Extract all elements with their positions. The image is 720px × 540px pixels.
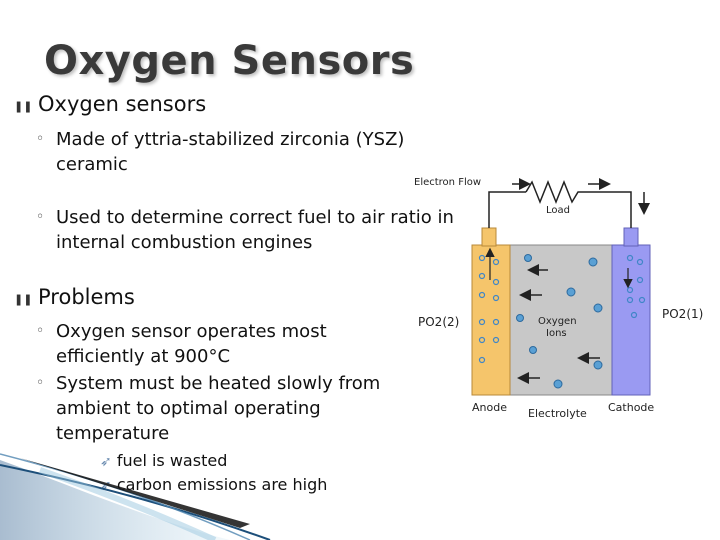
sub-sub-bullet-emissions: ➶ carbon emissions are high xyxy=(100,475,327,494)
oxygen-ions-label: Oxygen Ions xyxy=(538,316,580,339)
electron-flow-label: Electron Flow xyxy=(414,177,481,188)
cathode-oxygen-molecules xyxy=(626,254,646,319)
circle-bullet-icon: ◦ xyxy=(36,323,45,339)
bullet-marker-icon: ❚❚ xyxy=(14,100,33,113)
sub-sub-bullet-text: carbon emissions are high xyxy=(116,475,328,494)
circle-bullet-icon: ◦ xyxy=(36,209,45,225)
sub-sub-bullet-text: fuel is wasted xyxy=(116,451,228,470)
oxygen-ions xyxy=(516,254,603,389)
bullet-text: Oxygen sensors xyxy=(38,92,207,116)
decorative-swoosh xyxy=(0,453,271,540)
bullet-marker-icon: ❚❚ xyxy=(14,293,33,306)
electrolyte-label: Electrolyte xyxy=(528,407,587,420)
circle-bullet-icon: ◦ xyxy=(36,131,45,147)
bullet-text: Problems xyxy=(38,285,135,309)
cathode-region xyxy=(611,244,651,396)
sub-bullet-text: Made of yttria-stabilized zirconia (YSZ)… xyxy=(56,129,405,175)
po2-left-label: PO2(2) xyxy=(418,315,459,329)
sub-bullet-text: Oxygen sensor operates most efficiently … xyxy=(56,321,327,367)
load-label: Load xyxy=(546,205,570,216)
arrow-bullet-icon: ➶ xyxy=(100,478,112,494)
anode-region xyxy=(471,244,511,396)
sub-sub-bullet-fuel-wasted: ➶ fuel is wasted xyxy=(100,451,227,470)
anode-terminal xyxy=(481,227,497,247)
slide-title: Oxygen Sensors xyxy=(44,38,415,84)
anode-oxygen-molecules xyxy=(478,254,500,364)
sub-bullet-text: System must be heated slowly from ambien… xyxy=(56,373,381,444)
load-resistor-icon xyxy=(525,179,584,205)
po2-right-label: PO2(1) xyxy=(662,307,703,321)
oxygen-sensor-diagram: Electron Flow Load Oxygen Ions PO2(2) PO… xyxy=(414,177,703,420)
cathode-label: Cathode xyxy=(608,401,654,414)
arrow-bullet-icon: ➶ xyxy=(100,454,112,470)
sub-bullet-text: Used to determine correct fuel to air ra… xyxy=(56,207,454,253)
circle-bullet-icon: ◦ xyxy=(36,375,45,391)
circuit-wire xyxy=(488,191,632,228)
anode-label: Anode xyxy=(472,401,507,414)
cathode-terminal xyxy=(623,227,639,247)
